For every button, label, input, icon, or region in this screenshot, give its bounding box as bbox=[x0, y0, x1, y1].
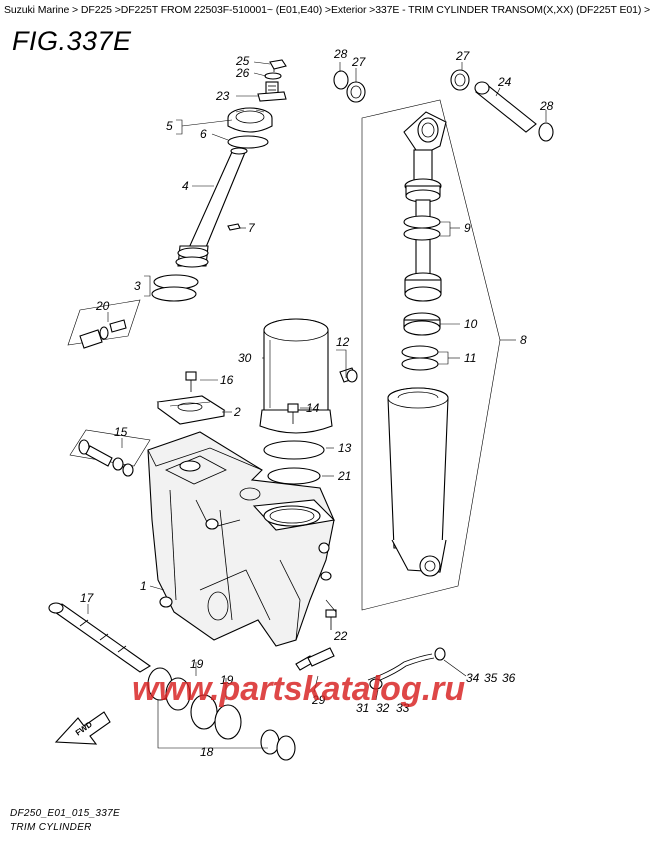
callout-28a[interactable]: 28 bbox=[333, 47, 348, 61]
part-ring-28a[interactable] bbox=[333, 70, 349, 90]
callout-30[interactable]: 30 bbox=[238, 351, 252, 365]
part-rod-4[interactable] bbox=[175, 147, 248, 268]
part-seal-9a[interactable] bbox=[403, 215, 441, 229]
watermark: www.partskatalog.ru bbox=[132, 670, 465, 708]
callout-24[interactable]: 24 bbox=[497, 75, 512, 89]
assembly-frame bbox=[361, 99, 501, 611]
part-cylinder-30[interactable] bbox=[259, 318, 333, 434]
callout-7[interactable]: 7 bbox=[248, 221, 256, 235]
part-valve-23[interactable] bbox=[257, 81, 287, 102]
part-pin-7[interactable] bbox=[227, 223, 241, 231]
callout-17[interactable]: 17 bbox=[80, 591, 95, 605]
part-lead-wire[interactable] bbox=[367, 647, 446, 690]
part-ring-10[interactable] bbox=[403, 312, 441, 336]
callout-22[interactable]: 22 bbox=[333, 629, 348, 643]
callout-1[interactable]: 1 bbox=[140, 579, 147, 593]
diagram-code: DF250_E01_015_337E bbox=[10, 808, 120, 819]
callout-35[interactable]: 35 bbox=[484, 671, 498, 685]
parts-diagram: 25 26 23 5 6 4 7 3 20 16 2 15 1 17 19 19… bbox=[48, 47, 554, 761]
part-oring-3b[interactable] bbox=[151, 286, 197, 302]
callout-26[interactable]: 26 bbox=[235, 66, 250, 80]
callout-13[interactable]: 13 bbox=[338, 441, 352, 455]
callout-2[interactable]: 2 bbox=[233, 405, 241, 419]
callout-11[interactable]: 11 bbox=[464, 351, 476, 365]
part-oring-21[interactable] bbox=[267, 467, 321, 485]
part-piston[interactable] bbox=[404, 272, 442, 302]
part-oring-13[interactable] bbox=[263, 440, 325, 460]
figure-title: FIG.337E bbox=[12, 26, 132, 56]
callout-31[interactable]: 31 bbox=[356, 701, 369, 715]
part-oring-18c[interactable] bbox=[260, 729, 280, 755]
callout-4[interactable]: 4 bbox=[182, 179, 189, 193]
callout-36[interactable]: 36 bbox=[502, 671, 516, 685]
part-washer-26[interactable] bbox=[264, 72, 282, 80]
part-oring-18b[interactable] bbox=[214, 704, 242, 740]
callout-numbers: 25 26 23 5 6 4 7 3 20 16 2 15 1 17 19 19… bbox=[80, 47, 554, 759]
part-piston-rod-8[interactable] bbox=[403, 111, 447, 281]
part-pin-24[interactable] bbox=[474, 81, 537, 133]
part-bushing-27b[interactable] bbox=[450, 69, 470, 91]
part-seal-9b[interactable] bbox=[403, 227, 441, 241]
part-ring-28b[interactable] bbox=[538, 122, 554, 142]
part-valve-20[interactable] bbox=[67, 299, 141, 349]
callout-8[interactable]: 8 bbox=[520, 333, 527, 347]
part-pin-17[interactable] bbox=[48, 602, 152, 673]
leader-lines bbox=[87, 61, 547, 749]
part-bolt-29[interactable] bbox=[295, 647, 335, 671]
callout-19b[interactable]: 19 bbox=[220, 673, 234, 687]
callout-18[interactable]: 18 bbox=[200, 745, 214, 759]
part-bolt-22[interactable] bbox=[325, 609, 337, 630]
part-oring-18d[interactable] bbox=[276, 735, 296, 761]
part-cap-5[interactable] bbox=[227, 107, 273, 133]
part-bolt-16[interactable] bbox=[185, 371, 197, 392]
callout-32[interactable]: 32 bbox=[376, 701, 390, 715]
diagram-name: TRIM CYLINDER bbox=[10, 822, 92, 833]
part-bolt-14[interactable] bbox=[287, 403, 299, 424]
callout-33[interactable]: 33 bbox=[396, 701, 410, 715]
callout-34[interactable]: 34 bbox=[466, 671, 480, 685]
part-bolt-25[interactable] bbox=[269, 59, 287, 72]
callout-10[interactable]: 10 bbox=[464, 317, 478, 331]
callout-27a[interactable]: 27 bbox=[351, 55, 367, 69]
callout-28b[interactable]: 28 bbox=[539, 99, 554, 113]
callout-6[interactable]: 6 bbox=[200, 127, 207, 141]
part-oring-6[interactable] bbox=[227, 135, 269, 149]
callout-25[interactable]: 25 bbox=[235, 54, 250, 68]
callout-16[interactable]: 16 bbox=[220, 373, 234, 387]
part-oring-11b[interactable] bbox=[401, 357, 439, 371]
callout-9[interactable]: 9 bbox=[464, 221, 471, 235]
callout-27b[interactable]: 27 bbox=[455, 49, 471, 63]
callout-3[interactable]: 3 bbox=[134, 279, 141, 293]
callout-15[interactable]: 15 bbox=[114, 425, 128, 439]
callout-12[interactable]: 12 bbox=[336, 335, 350, 349]
part-cylinder-tube[interactable] bbox=[387, 387, 449, 577]
part-plate-2[interactable] bbox=[156, 395, 226, 425]
part-valve-15[interactable] bbox=[69, 429, 151, 477]
part-housing-1[interactable] bbox=[147, 431, 336, 647]
callout-19a[interactable]: 19 bbox=[190, 657, 204, 671]
callout-29[interactable]: 29 bbox=[311, 693, 326, 707]
part-bushing-27a[interactable] bbox=[346, 81, 366, 103]
callout-20[interactable]: 20 bbox=[95, 299, 110, 313]
callout-5[interactable]: 5 bbox=[166, 119, 173, 133]
part-bushing-19b[interactable] bbox=[165, 677, 191, 711]
breadcrumb[interactable]: Suzuki Marine > DF225 >DF225T FROM 22503… bbox=[4, 4, 650, 16]
fwd-arrow-icon: FWD bbox=[54, 711, 111, 745]
callout-21[interactable]: 21 bbox=[337, 469, 351, 483]
callout-14[interactable]: 14 bbox=[306, 401, 320, 415]
part-oring-11a[interactable] bbox=[401, 345, 439, 359]
part-bleeder-12[interactable] bbox=[339, 367, 358, 383]
callout-23[interactable]: 23 bbox=[215, 89, 230, 103]
